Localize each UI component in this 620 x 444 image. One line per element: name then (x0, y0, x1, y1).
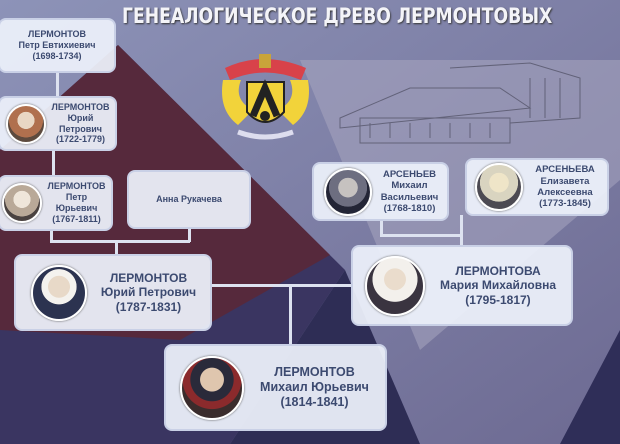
portrait-image (180, 355, 244, 420)
portrait-image (365, 255, 425, 316)
portrait-image (2, 183, 42, 223)
coat-of-arms-icon (222, 54, 309, 140)
years: (1698-1734) (32, 50, 82, 61)
connector-line (56, 72, 59, 98)
surname: АРСЕНЬЕВА (535, 164, 595, 176)
person-card-yuri-petrovich-1722[interactable]: ЛЕРМОНТОВ Юрий Петрович (1722-1779) (0, 96, 117, 151)
given-name: Петр Евтихиевич (18, 40, 96, 51)
portrait-image (6, 103, 46, 144)
person-card-petr-yurievich[interactable]: ЛЕРМОНТОВ Петр Юрьевич (1767-1811) (0, 175, 113, 231)
years: (1814-1841) (280, 395, 349, 409)
patronymic: Петрович (58, 123, 103, 134)
portrait-image (31, 264, 87, 321)
surname: ЛЕРМОНТОВ (51, 101, 110, 112)
given-name: Петр (65, 192, 88, 203)
person-card-maria-mikhailovna[interactable]: ЛЕРМОНТОВА Мария Михайловна (1795-1817) (351, 245, 573, 326)
patronymic: Юрьевич (55, 203, 98, 213)
years: (1768-1810) (383, 202, 436, 214)
surname: ЛЕРМОНТОВ (47, 181, 106, 192)
connector-line (380, 234, 462, 237)
given-name: Юрий (67, 112, 94, 123)
surname: ЛЕРМОНТОВ (274, 365, 355, 379)
years: (1767-1811) (52, 213, 101, 224)
patronymic: Алексеевна (537, 187, 593, 198)
connector-line (380, 220, 383, 236)
connector-line (50, 230, 53, 242)
manor-house-sketch (339, 62, 581, 144)
connector-line (50, 240, 190, 243)
given-name: Михаил Юрьевич (260, 380, 369, 394)
person-card-arsenyeva-elizaveta[interactable]: АРСЕНЬЕВА Елизавета Алексеевна (1773-184… (465, 158, 609, 216)
years: (1787-1831) (115, 299, 182, 314)
patronymic: Васильевич (380, 191, 439, 203)
given-name: Юрий Петрович (100, 285, 197, 300)
given-name: Елизавета (540, 175, 590, 187)
full-name: Анна Рукачева (156, 194, 222, 205)
surname: ЛЕРМОНТОВА (455, 263, 541, 278)
surname: ЛЕРМОНТОВ (28, 29, 86, 40)
connector-line (115, 240, 118, 256)
person-card-arsenyev-mikhail[interactable]: АРСЕНЬЕВ Михаил Васильевич (1768-1810) (312, 162, 449, 221)
years: (1722-1779) (55, 134, 106, 145)
person-card-mikhail-yurievich[interactable]: ЛЕРМОНТОВ Михаил Юрьевич (1814-1841) (164, 344, 387, 431)
connector-line (188, 228, 191, 242)
surname: ЛЕРМОНТОВ (109, 270, 188, 285)
connector-line (210, 284, 353, 287)
given-name: Мария Михайловна (439, 278, 557, 293)
portrait-image (475, 163, 523, 211)
person-card-yuri-petrovich-1787[interactable]: ЛЕРМОНТОВ Юрий Петрович (1787-1831) (14, 254, 212, 331)
person-card-anna-rukacheva[interactable]: Анна Рукачева (127, 170, 251, 229)
years: (1773-1845) (539, 198, 591, 210)
surname: АРСЕНЬЕВ (382, 168, 437, 180)
page-title: ГЕНЕАЛОГИЧЕСКОЕ ДРЕВО ЛЕРМОНТОВЫХ (122, 4, 553, 28)
connector-line (52, 150, 55, 176)
person-card-petr-evtikhievich[interactable]: ЛЕРМОНТОВ Петр Евтихиевич (1698-1734) (0, 18, 116, 73)
years: (1795-1817) (465, 292, 531, 307)
given-name: Михаил (391, 180, 428, 192)
connector-line (460, 215, 463, 246)
connector-line (289, 284, 292, 346)
portrait-image (324, 167, 372, 216)
